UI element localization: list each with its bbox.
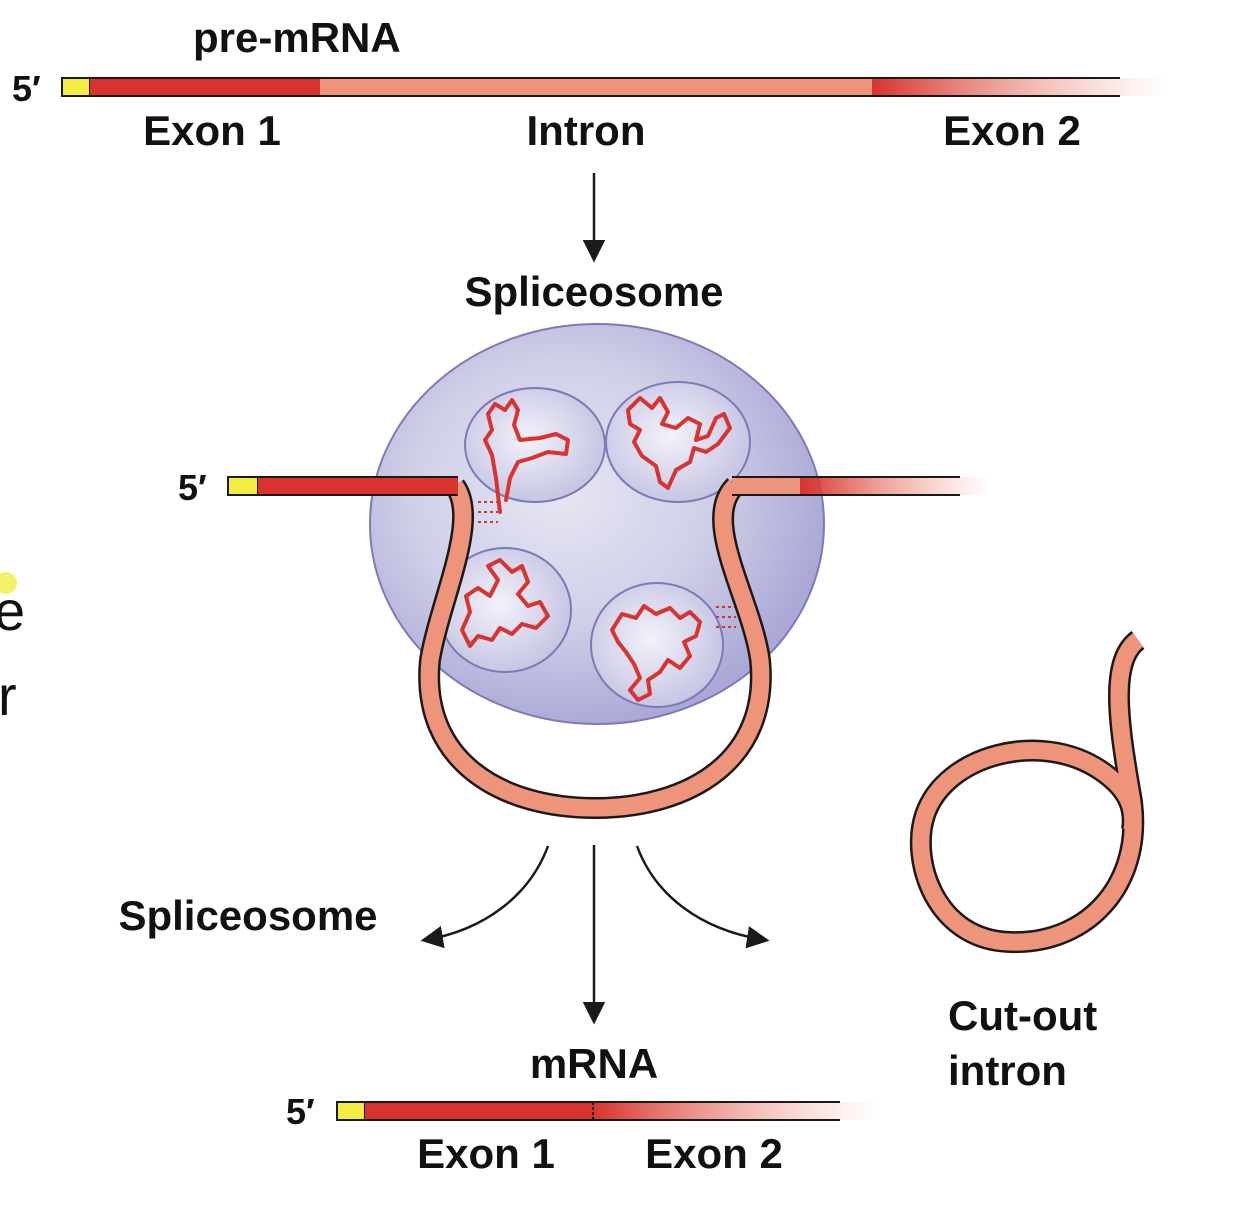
highlight-dot xyxy=(0,572,17,594)
exon1-segment-mid xyxy=(258,477,458,495)
exon2-label-top: Exon 2 xyxy=(943,107,1081,154)
mrna-strand: mRNA 5′ Exon 1 Exon 2 xyxy=(286,1040,878,1177)
spliceosome-label-release: Spliceosome xyxy=(118,892,377,939)
clipped-text-line2: r xyxy=(0,664,17,727)
exon2-junction-mid xyxy=(732,477,800,495)
intron-label-top: Intron xyxy=(527,107,646,154)
exon2-segment-top xyxy=(872,78,1167,96)
intron-segment-top xyxy=(320,78,872,96)
snrna-strands xyxy=(460,396,732,702)
arrow-intron-release xyxy=(635,845,770,949)
exon1-label-top: Exon 1 xyxy=(143,107,281,154)
snrnp-subunit xyxy=(590,582,724,708)
cap-top xyxy=(61,77,91,97)
pre-mrna-strand: pre-mRNA 5′ Exon 1 Intron Exon 2 xyxy=(12,14,1167,154)
intron-loop xyxy=(420,479,770,817)
arrow-spliceosome-release xyxy=(420,845,550,949)
clipped-text-line1: e xyxy=(0,579,25,642)
pre-mrna-label: pre-mRNA xyxy=(193,14,401,61)
five-prime-label-bottom: 5′ xyxy=(286,1091,315,1132)
snrnp-subunit xyxy=(464,387,606,503)
five-prime-label-mid: 5′ xyxy=(178,467,207,508)
spliceosome-complex: 5′ xyxy=(178,323,992,820)
cap-bottom xyxy=(336,1101,366,1121)
exon1-label-bottom: Exon 1 xyxy=(417,1130,555,1177)
cap-mid xyxy=(227,476,259,496)
exon2-segment-bottom xyxy=(593,1102,878,1120)
cut-out-intron-label-line2: intron xyxy=(948,1047,1067,1094)
spliceosome-label-top: Spliceosome xyxy=(464,268,723,315)
cut-out-intron-label-line1: Cut-out xyxy=(948,992,1097,1039)
cut-out-intron-lariat xyxy=(909,631,1146,954)
snrnp-subunit xyxy=(605,381,751,503)
five-prime-label-top: 5′ xyxy=(12,68,41,109)
exon1-segment-bottom xyxy=(365,1102,593,1120)
exon1-segment-top xyxy=(90,78,320,96)
exon2-label-bottom: Exon 2 xyxy=(645,1130,783,1177)
mrna-label: mRNA xyxy=(530,1040,658,1087)
exon2-segment-mid xyxy=(800,477,992,495)
